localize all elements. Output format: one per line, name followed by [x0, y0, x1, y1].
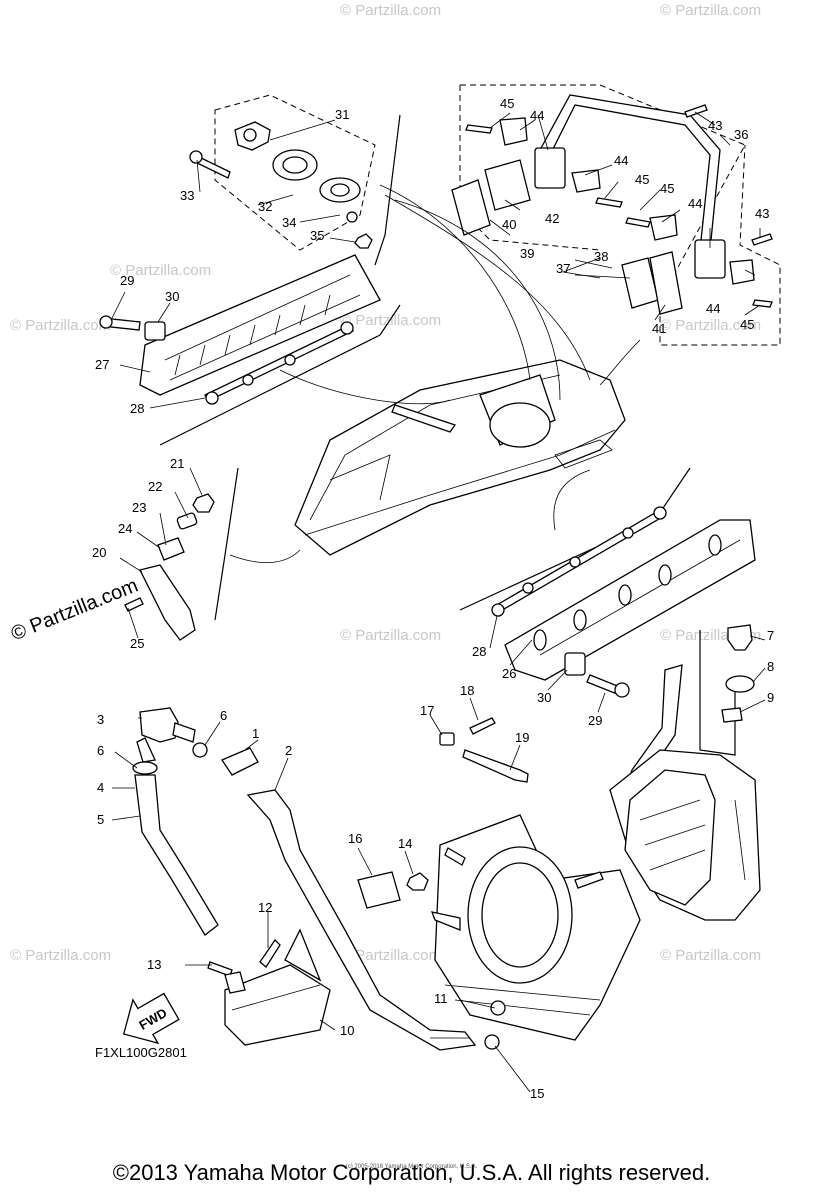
group-20-25	[124, 467, 239, 641]
watermark: © Partzilla.com	[660, 947, 761, 964]
callout-34: 34	[282, 215, 296, 230]
callout-36: 36	[734, 127, 748, 142]
watermark: © Partzilla.com	[10, 317, 111, 334]
callout-29b: 29	[588, 713, 602, 728]
callout-3: 3	[97, 712, 104, 727]
callout-24: 24	[118, 521, 132, 536]
fine-print: (c) 2005-2016 Yamaha Motor Corporation, …	[345, 1164, 478, 1170]
callout-12: 12	[258, 900, 272, 915]
callout-21: 21	[170, 456, 184, 471]
callout-11: 11	[434, 991, 448, 1006]
callout-27: 27	[95, 357, 109, 372]
callout-4: 4	[97, 780, 104, 795]
diagram-code: F1XL100G2801	[95, 1045, 187, 1060]
callout-13: 13	[147, 957, 161, 972]
callout-31: 31	[335, 107, 349, 122]
callout-8: 8	[767, 659, 774, 674]
callout-5: 5	[97, 812, 104, 827]
callout-39: 39	[520, 246, 534, 261]
watermark: © Partzilla.com	[110, 262, 211, 279]
copyright-footer: ©2013 Yamaha Motor Corporation, U.S.A. A…	[112, 1160, 711, 1185]
sponson-26	[459, 467, 756, 698]
hose-group-left: FWD F1XL100G2801	[95, 707, 331, 1060]
callout-9: 9	[767, 690, 774, 705]
callout-33: 33	[180, 188, 194, 203]
callout-22: 22	[148, 479, 162, 494]
callout-37: 37	[556, 261, 570, 276]
callout-28b: 28	[472, 644, 486, 659]
callout-25: 25	[130, 636, 144, 651]
jet-pump-group	[609, 624, 761, 921]
callout-43: 43	[708, 118, 722, 133]
callout-17: 17	[420, 703, 434, 718]
callout-43b: 43	[755, 206, 769, 221]
callout-40: 40	[502, 217, 516, 232]
callout-38: 38	[594, 249, 608, 264]
callout-10: 10	[340, 1023, 354, 1038]
callout-28: 28	[130, 401, 144, 416]
group-36-45	[451, 84, 781, 346]
callout-45: 45	[500, 96, 514, 111]
watermark: © Partzilla.com	[340, 312, 441, 329]
watermark: © Partzilla.com	[10, 947, 111, 964]
callout-44: 44	[530, 108, 544, 123]
callout-45c: 45	[660, 181, 674, 196]
leader-lines	[111, 111, 766, 1093]
callout-42: 42	[545, 211, 559, 226]
watermark: © Partzilla.com	[340, 947, 441, 964]
watermark: © Partzilla.com	[340, 2, 441, 19]
callout-20: 20	[92, 545, 106, 560]
watercraft-body	[229, 184, 641, 563]
callout-16: 16	[348, 831, 362, 846]
callout-2: 2	[285, 743, 292, 758]
callout-30: 30	[165, 289, 179, 304]
watermark: © Partzilla.com	[660, 2, 761, 19]
group-31-35	[189, 94, 401, 266]
callout-6b: 6	[220, 708, 227, 723]
callout-45d: 45	[740, 317, 754, 332]
callout-44c: 44	[688, 196, 702, 211]
watermarks: © Partzilla.com © Partzilla.com © Partzi…	[10, 2, 761, 964]
callout-23: 23	[132, 500, 146, 515]
callout-32: 32	[258, 199, 272, 214]
callout-7: 7	[767, 628, 774, 643]
callout-19: 19	[515, 730, 529, 745]
callout-15: 15	[530, 1086, 544, 1101]
watermark: © Partzilla.com	[660, 317, 761, 334]
callout-44d: 44	[706, 301, 720, 316]
callout-1: 1	[252, 726, 259, 741]
callout-26: 26	[502, 666, 516, 681]
callout-35: 35	[310, 228, 324, 243]
callouts: 1 2 3 4 5 6 6 7 8 9 10 11 12 13 14 15 16…	[92, 96, 774, 1101]
callout-30b: 30	[537, 690, 551, 705]
callout-14: 14	[398, 836, 412, 851]
callout-45b: 45	[635, 172, 649, 187]
watermark: © Partzilla.com	[340, 627, 441, 644]
callout-18: 18	[460, 683, 474, 698]
intake-duct-group	[246, 717, 641, 1051]
callout-41: 41	[652, 321, 666, 336]
callout-6: 6	[97, 743, 104, 758]
callout-29: 29	[120, 273, 134, 288]
sponson-27	[99, 254, 401, 446]
callout-44b: 44	[614, 153, 628, 168]
